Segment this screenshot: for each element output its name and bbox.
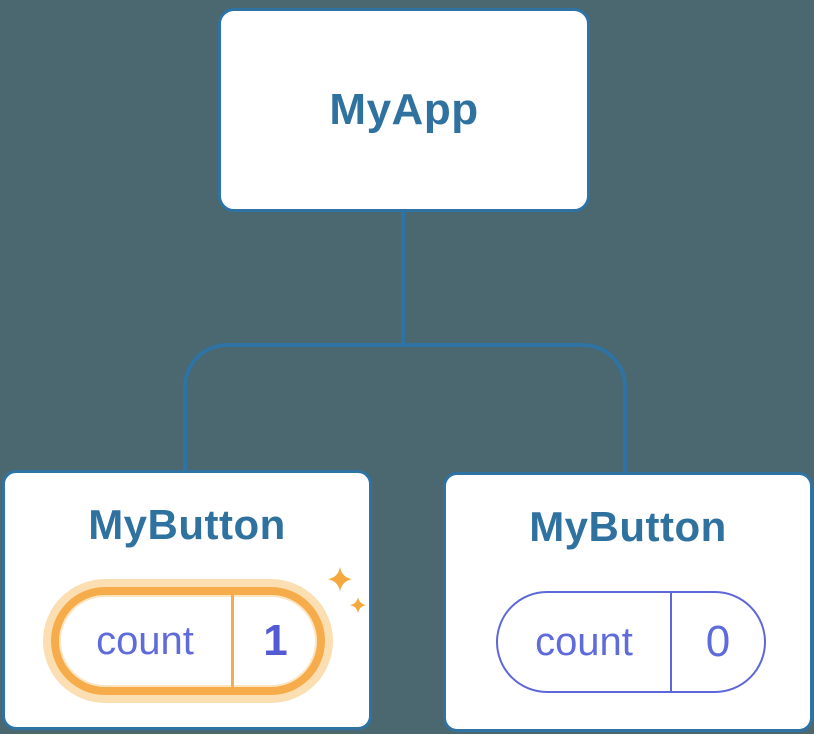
state-key: count [498, 593, 672, 691]
state-value: 1 [263, 616, 288, 665]
state-pill-normal: count 0 [496, 591, 766, 693]
connector-branches [183, 343, 627, 479]
child-node-highlighted: MyButton count 1 [2, 470, 372, 730]
state-key: count [59, 595, 234, 687]
root-node-label: MyApp [329, 85, 479, 134]
sparkles-icon [328, 567, 366, 614]
child-node-normal: MyButton count 0 [443, 472, 813, 732]
state-pill-highlighted: count 1 [51, 587, 325, 695]
connector-stem [401, 210, 405, 347]
child-node-label: MyButton [88, 501, 286, 548]
root-node: MyApp [218, 8, 590, 212]
child-node-label: MyButton [529, 503, 727, 550]
state-value: 0 [705, 617, 731, 666]
